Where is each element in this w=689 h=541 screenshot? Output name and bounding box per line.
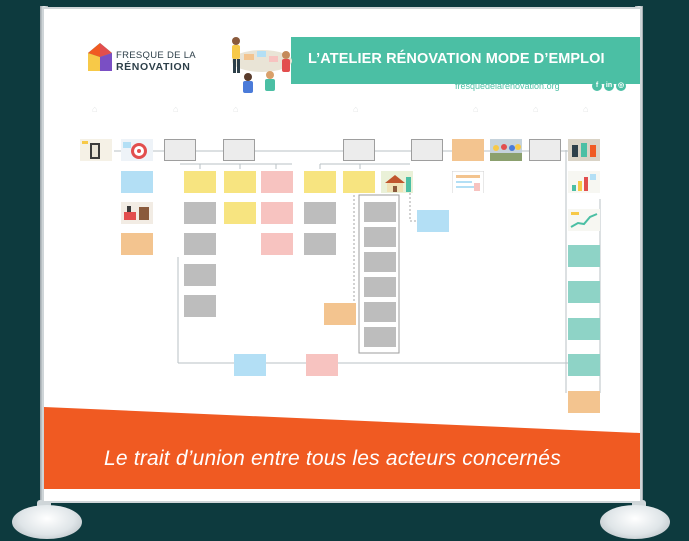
flow-card-teal xyxy=(568,281,600,303)
photo-graph-icon xyxy=(568,209,600,231)
flow-card-yellow xyxy=(224,202,256,224)
flow-card-blue xyxy=(234,354,266,376)
photo-workers-icon xyxy=(568,139,600,161)
header-title: L’ATELIER RÉNOVATION MODE D’EMPLOI xyxy=(308,51,605,67)
pin-icon: ⌂ xyxy=(533,104,539,114)
photo-tools-icon xyxy=(121,202,153,224)
logo-line2: RÉNOVATION xyxy=(116,61,191,73)
header-bar xyxy=(291,37,640,84)
pin-icon: ⌂ xyxy=(583,104,589,114)
flow-card-orange xyxy=(121,233,153,255)
flow-card-orange xyxy=(452,139,484,161)
website-url[interactable]: fresquedelarenovation.org xyxy=(455,81,560,91)
flow-card-gray xyxy=(304,233,336,255)
flow-card-gray xyxy=(164,139,196,161)
flow-card-blue xyxy=(417,210,449,232)
flow-card-gray xyxy=(364,252,396,272)
photo-window-icon xyxy=(80,139,112,161)
flow-card-pink xyxy=(261,171,293,193)
flow-card-gray xyxy=(184,264,216,286)
flow-card-gray xyxy=(364,327,396,347)
photo-house-icon xyxy=(381,171,413,193)
linkedin-icon[interactable]: in xyxy=(604,81,614,91)
stand-foot-right xyxy=(600,505,670,539)
flow-connectors xyxy=(114,150,601,393)
flow-card-gray xyxy=(411,139,443,161)
flow-card-pink xyxy=(306,354,338,376)
logo-line1: FRESQUE DE LA xyxy=(116,50,196,61)
flow-card-yellow xyxy=(184,171,216,193)
instagram-icon[interactable]: ◎ xyxy=(616,81,626,91)
pin-icon: ⌂ xyxy=(233,104,239,114)
flow-card-teal xyxy=(568,354,600,376)
photo-document-icon xyxy=(452,171,484,193)
pin-icon: ⌂ xyxy=(353,104,359,114)
flow-card-gray xyxy=(364,227,396,247)
pin-icon: ⌂ xyxy=(173,104,179,114)
flow-card-gray xyxy=(343,139,375,161)
flow-card-gray xyxy=(364,277,396,297)
flow-card-gray xyxy=(529,139,561,161)
flow-card-gray xyxy=(304,202,336,224)
photo-target-icon xyxy=(121,139,153,161)
pin-icon: ⌂ xyxy=(473,104,479,114)
flow-card-gray xyxy=(184,202,216,224)
flow-card-gray xyxy=(364,202,396,222)
stand-foot-left xyxy=(12,505,82,539)
flow-card-yellow xyxy=(304,171,336,193)
flow-card-gray xyxy=(364,302,396,322)
flow-card-teal xyxy=(568,245,600,267)
photo-chart-icon xyxy=(568,171,600,193)
pin-icon: ⌂ xyxy=(92,104,98,114)
photo-team-icon xyxy=(490,139,522,161)
flow-card-pink xyxy=(261,202,293,224)
facebook-icon[interactable]: f xyxy=(592,81,602,91)
flow-card-yellow xyxy=(224,171,256,193)
flow-card-orange xyxy=(324,303,356,325)
flow-card-teal xyxy=(568,318,600,340)
flow-card-gray xyxy=(223,139,255,161)
flow-card-yellow xyxy=(343,171,375,193)
flow-card-orange xyxy=(568,391,600,413)
flow-card-gray xyxy=(184,295,216,317)
flow-card-pink xyxy=(261,233,293,255)
banner: Le trait d’union entre tous les acteurs … xyxy=(44,9,640,501)
workshop-illustration xyxy=(232,37,292,93)
flow-card-gray xyxy=(184,233,216,255)
footer-white-strip xyxy=(44,489,640,501)
logo-house-icon xyxy=(88,43,112,71)
footer-band xyxy=(44,407,640,489)
footer-tagline: Le trait d’union entre tous les acteurs … xyxy=(104,447,561,470)
flow-card-blue xyxy=(121,171,153,193)
